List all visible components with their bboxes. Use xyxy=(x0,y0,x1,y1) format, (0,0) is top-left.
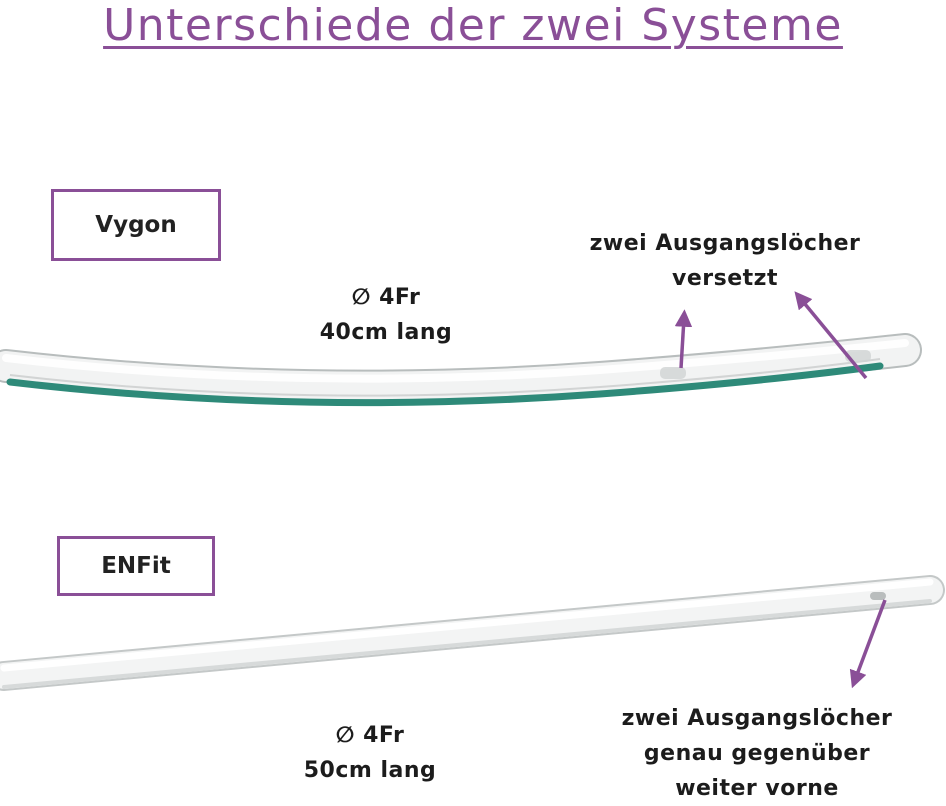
vygon-note: zwei Ausgangslöcher versetzt xyxy=(566,226,884,296)
arrow-up-icon xyxy=(674,309,693,369)
enfit-note-line-1: zwei Ausgangslöcher xyxy=(621,706,893,731)
vygon-note-line-1: zwei Ausgangslöcher xyxy=(589,231,861,256)
vygon-label: Vygon xyxy=(95,212,177,238)
vygon-hole-1 xyxy=(660,367,686,379)
vygon-note-line-2: versetzt xyxy=(672,266,778,291)
enfit-spec: ∅ 4Fr 50cm lang xyxy=(270,718,470,788)
vygon-diameter: ∅ 4Fr xyxy=(351,285,421,310)
enfit-hole xyxy=(870,592,886,600)
page-title: Unterschiede der zwei Systeme xyxy=(103,0,843,51)
enfit-diameter: ∅ 4Fr xyxy=(335,723,405,748)
enfit-note-line-3: weiter vorne xyxy=(675,776,839,801)
vygon-spec: ∅ 4Fr 40cm lang xyxy=(286,280,486,350)
arrow-down-icon xyxy=(849,599,887,689)
enfit-label-box: ENFit xyxy=(57,536,215,596)
enfit-note-line-2: genau gegenüber xyxy=(643,741,871,766)
enfit-label: ENFit xyxy=(101,553,171,579)
vygon-catheter xyxy=(0,333,922,407)
enfit-length: 50cm lang xyxy=(303,758,437,783)
vygon-label-box: Vygon xyxy=(51,189,221,261)
enfit-catheter xyxy=(0,575,945,691)
enfit-note: zwei Ausgangslöcher genau gegenüber weit… xyxy=(598,701,916,806)
vygon-length: 40cm lang xyxy=(319,320,453,345)
arrow-diagonal-icon xyxy=(794,291,868,380)
